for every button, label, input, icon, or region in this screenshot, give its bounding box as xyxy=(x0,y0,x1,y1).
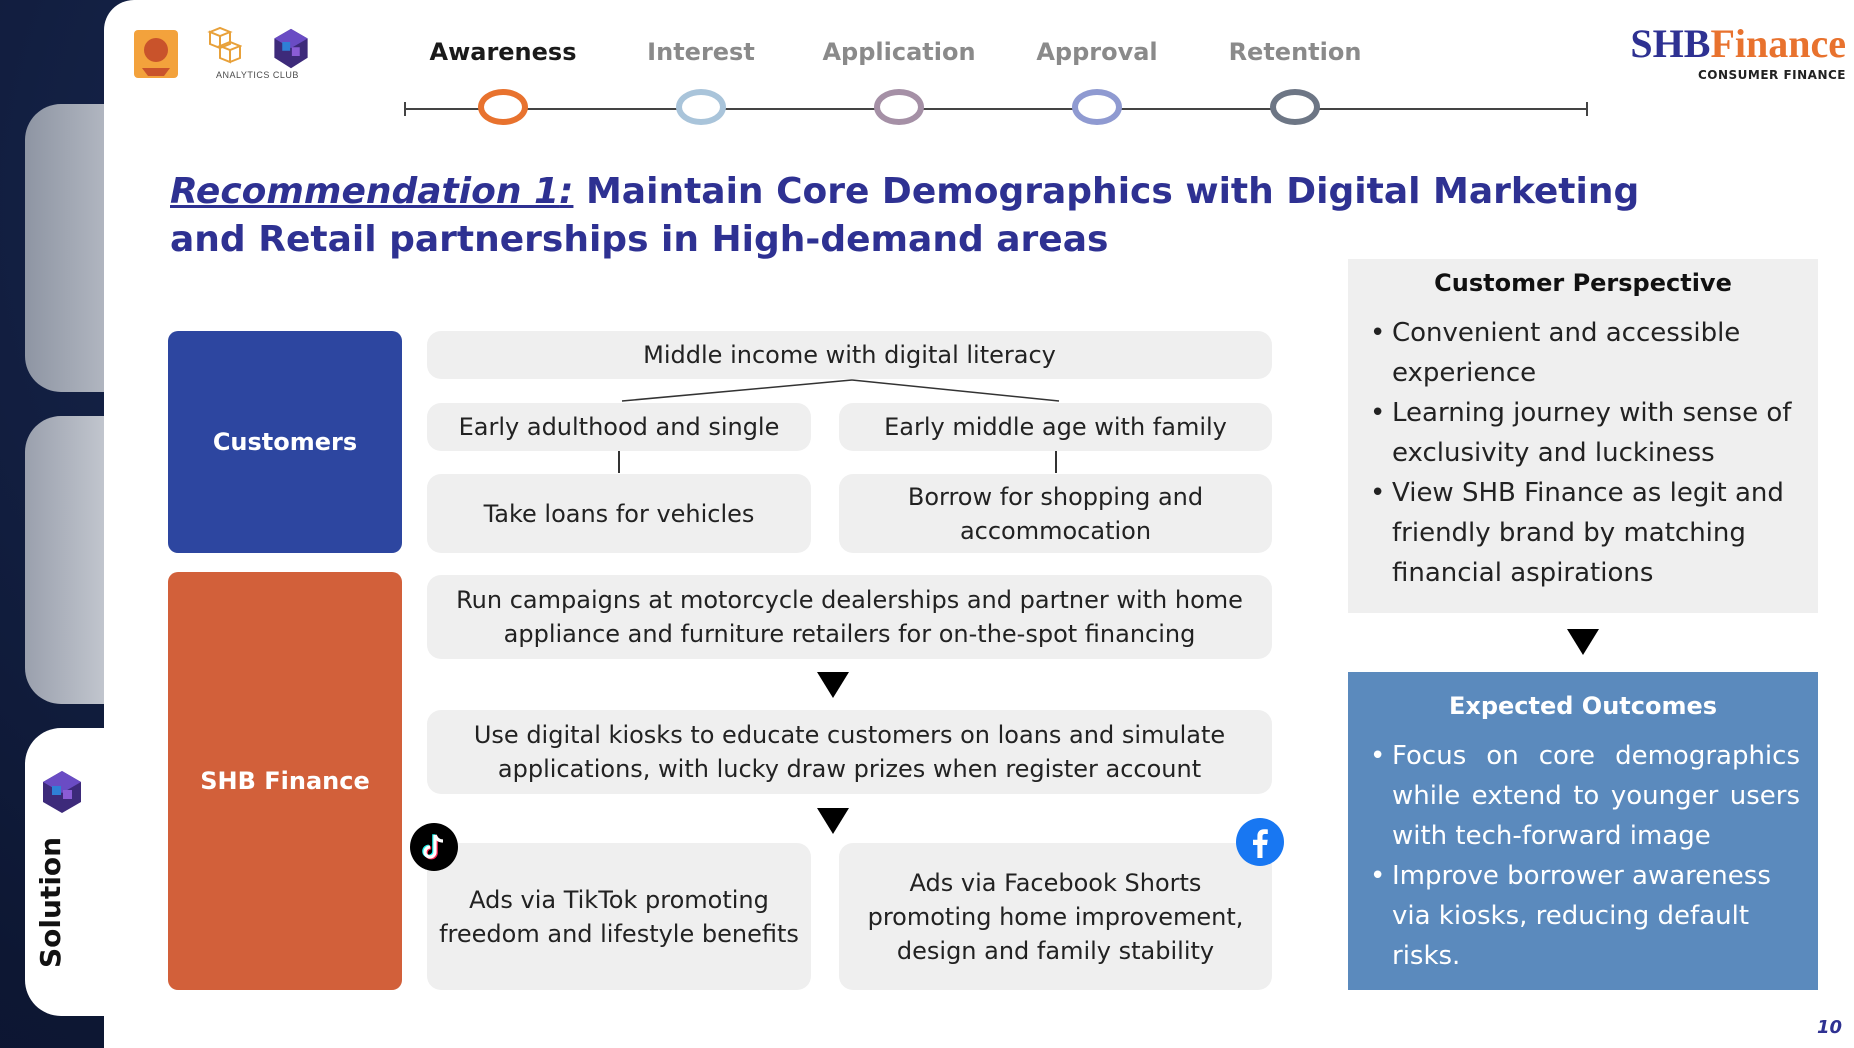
timeline-start-tick xyxy=(404,102,406,116)
outcome-item-text: Improve borrower awareness via kiosks, r… xyxy=(1392,861,1771,971)
university-logo-icon xyxy=(134,30,178,78)
stage-interest-marker[interactable] xyxy=(676,89,726,125)
analytics-club-logo-icon xyxy=(207,26,242,64)
tiktok-icon xyxy=(410,823,458,871)
perspective-item-text: Learning journey with sense of exclusivi… xyxy=(1392,398,1792,468)
need-right-box: Borrow for shopping and accommocation xyxy=(839,474,1272,553)
timeline-end-tick xyxy=(1586,102,1588,116)
perspective-item: •Learning journey with sense of exclusiv… xyxy=(1370,398,1792,468)
stage-approval-marker[interactable] xyxy=(1072,89,1122,125)
tiktok-ad-box: Ads via TikTok promoting freedom and lif… xyxy=(427,843,811,990)
shb-finance-label: SHB Finance xyxy=(200,767,370,795)
group-left-connector xyxy=(618,451,620,473)
outcome-arrow-icon xyxy=(1567,629,1599,655)
campaign-step-text: Run campaigns at motorcycle dealerships … xyxy=(456,586,1243,648)
stage-interest[interactable]: Interest xyxy=(647,38,755,66)
outcome-item-text: Focus on core demographics while extend … xyxy=(1392,741,1800,851)
stage-retention[interactable]: Retention xyxy=(1228,38,1362,66)
side-tab-2[interactable] xyxy=(25,416,110,704)
stage-approval[interactable]: Approval xyxy=(1036,38,1158,66)
step-arrow-icon xyxy=(817,672,849,698)
club-logo-icon xyxy=(43,771,81,813)
side-tab-label: Solution xyxy=(34,836,67,968)
journey-timeline xyxy=(404,108,1588,110)
group-right-text: Early middle age with family xyxy=(884,413,1227,441)
segment-branch-connector xyxy=(621,379,1060,402)
brand-logo: SHBFinance CONSUMER FINANCE xyxy=(1630,21,1846,83)
kiosk-step-text: Use digital kiosks to educate customers … xyxy=(473,721,1226,783)
need-left-box: Take loans for vehicles xyxy=(427,474,811,553)
brand-subtitle: CONSUMER FINANCE xyxy=(1697,68,1846,82)
group-right-box: Early middle age with family xyxy=(839,403,1272,451)
step-arrow-icon xyxy=(817,808,849,834)
customer-perspective-title: Customer Perspective xyxy=(1434,269,1732,297)
slide: ANALYTICS CLUB Awareness Interest Applic… xyxy=(104,0,1854,1048)
group-left-text: Early adulthood and single xyxy=(458,413,780,441)
group-right-connector xyxy=(1055,451,1057,473)
expected-outcomes-panel: Expected Outcomes •Focus on core demogra… xyxy=(1348,672,1818,990)
facebook-icon xyxy=(1236,818,1284,866)
customers-label-box: Customers xyxy=(168,331,402,553)
kiosk-step-box: Use digital kiosks to educate customers … xyxy=(427,710,1272,794)
customer-segment-text: Middle income with digital literacy xyxy=(643,341,1056,369)
need-right-text: Borrow for shopping and accommocation xyxy=(907,482,1204,545)
perspective-item: •View SHB Finance as legit and friendly … xyxy=(1370,478,1784,588)
brand-name-part1: SHB xyxy=(1630,21,1711,66)
customer-perspective-panel: Customer Perspective •Convenient and acc… xyxy=(1348,259,1818,613)
brand-name-part2: Finance xyxy=(1710,21,1846,66)
expected-outcomes-title: Expected Outcomes xyxy=(1448,692,1718,720)
perspective-item-text: Convenient and accessible experience xyxy=(1392,318,1741,388)
club-logo-icon xyxy=(274,28,308,69)
customer-segment-box: Middle income with digital literacy xyxy=(427,331,1272,379)
stage-awareness[interactable]: Awareness xyxy=(429,38,577,66)
slide-title: Recommendation 1: Maintain Core Demograp… xyxy=(170,168,1710,264)
page-number: 10 xyxy=(1816,1017,1842,1038)
stage-awareness-marker[interactable] xyxy=(478,89,528,125)
facebook-ad-text: Ads via Facebook Shorts promoting home i… xyxy=(867,868,1244,965)
shb-finance-label-box: SHB Finance xyxy=(168,572,402,990)
tiktok-ad-text: Ads via TikTok promoting freedom and lif… xyxy=(439,885,799,948)
side-tab-1[interactable] xyxy=(25,104,110,392)
stage-application-marker[interactable] xyxy=(874,89,924,125)
title-prefix: Recommendation 1 xyxy=(170,171,560,212)
title-rest: Maintain Core Demographics with Digital … xyxy=(170,171,1640,260)
stage-retention-marker[interactable] xyxy=(1270,89,1320,125)
analytics-club-logo-text: ANALYTICS CLUB xyxy=(216,70,299,80)
need-left-text: Take loans for vehicles xyxy=(483,499,755,528)
facebook-ad-box: Ads via Facebook Shorts promoting home i… xyxy=(839,843,1272,990)
perspective-item-text: View SHB Finance as legit and friendly b… xyxy=(1392,478,1784,588)
outcome-item: •Improve borrower awareness via kiosks, … xyxy=(1370,861,1771,971)
customers-label: Customers xyxy=(212,428,358,456)
stage-application[interactable]: Application xyxy=(822,38,976,66)
group-left-box: Early adulthood and single xyxy=(427,403,811,451)
title-colon: : xyxy=(559,171,574,212)
perspective-item: •Convenient and accessible experience xyxy=(1370,318,1741,388)
outcome-item: •Focus on core demographics while extend… xyxy=(1370,741,1800,851)
campaign-step-box: Run campaigns at motorcycle dealerships … xyxy=(427,575,1272,659)
